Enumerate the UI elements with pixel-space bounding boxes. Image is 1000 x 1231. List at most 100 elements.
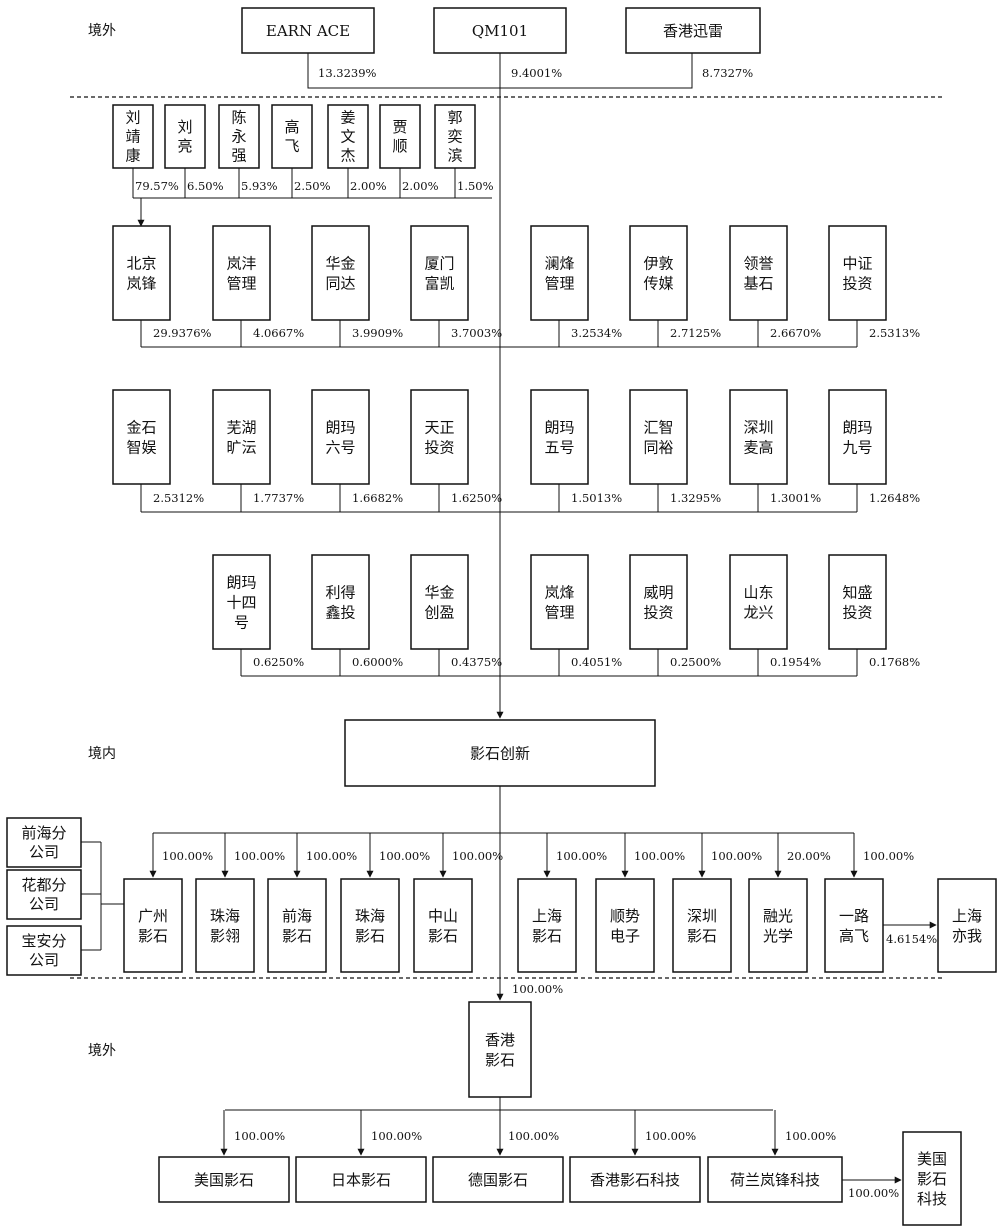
individual-box-label: 姜文杰 [340, 109, 355, 165]
shareholder-box [311, 554, 370, 650]
shareholder-box-label: 知盛投资 [842, 583, 872, 621]
domestic-sub-pct: 100.00% [711, 849, 762, 863]
company-box [344, 719, 656, 787]
individual-box [112, 104, 154, 169]
branch-box [6, 925, 82, 976]
shareholder-box [112, 225, 171, 321]
us-tech-box [902, 1131, 962, 1226]
shareholder-box [629, 554, 688, 650]
domestic-sub-box [123, 878, 183, 973]
us-tech-pct: 100.00% [848, 1186, 899, 1200]
individual-pct: 79.57% [135, 179, 179, 193]
shareholder-pct: 3.7003% [451, 326, 502, 340]
region-label-domestic: 境内 [88, 746, 116, 762]
shareholder-box-label: 汇智同裕 [643, 418, 673, 456]
region-label-overseas-bottom: 境外 [88, 1043, 116, 1059]
overseas-sub-box [707, 1156, 843, 1203]
company-box-label: 影石创新 [470, 744, 530, 762]
overseas-sub-box-label: 德国影石 [468, 1171, 528, 1189]
domestic-sub-pct: 100.00% [556, 849, 607, 863]
overseas-sub-pct: 100.00% [785, 1129, 836, 1143]
shareholder-box [212, 554, 271, 650]
top-shareholder-bracket [307, 53, 693, 89]
domestic-sub-pct: 100.00% [379, 849, 430, 863]
us-tech-box-label: 美国影石科技 [917, 1150, 947, 1208]
individual-pct: 2.00% [350, 179, 387, 193]
shareholder-box-label: 金石智娱 [126, 418, 156, 456]
domestic-sub-box-label: 珠海影翎 [210, 907, 240, 945]
top-shareholder-pct: 8.7327% [702, 66, 753, 80]
top-shareholder-box-label: QM101 [472, 22, 528, 40]
shareholder-box-label: 厦门富凯 [424, 254, 454, 292]
shareholder-pct: 0.1768% [869, 655, 920, 669]
shareholder-box [212, 389, 271, 485]
domestic-sub-box [517, 878, 577, 973]
individual-pct: 1.50% [457, 179, 494, 193]
individual-box-label: 贾顺 [392, 118, 407, 155]
shareholder-box-label: 朗玛十四号 [226, 573, 256, 631]
domestic-sub-box [195, 878, 255, 973]
shareholder-pct: 2.6670% [770, 326, 821, 340]
shareholder-pct: 1.3001% [770, 491, 821, 505]
overseas-sub-box [158, 1156, 290, 1203]
shareholder-pct: 0.6250% [253, 655, 304, 669]
individual-pct: 6.50% [187, 179, 224, 193]
branch-box [6, 869, 82, 920]
overseas-sub-box [295, 1156, 427, 1203]
shareholder-box [729, 554, 788, 650]
shareholder-box-label: 华金同达 [325, 254, 355, 292]
individual-box-label: 陈永强 [231, 109, 246, 165]
overseas-sub-box-label: 日本影石 [331, 1171, 391, 1189]
domestic-sub-box [748, 878, 808, 973]
shareholder-box-label: 澜烽管理 [544, 254, 574, 292]
branch-box-label: 花都分公司 [21, 876, 66, 913]
shareholder-box-label: 朗玛六号 [325, 418, 355, 456]
overseas-sub-box-label: 美国影石 [194, 1171, 254, 1189]
individual-box [379, 104, 421, 169]
individual-box-label: 高飞 [284, 118, 299, 155]
domestic-sub-box-label: 前海影石 [282, 907, 312, 945]
region-label-overseas-top: 境外 [88, 23, 116, 39]
shareholder-box [530, 554, 589, 650]
shareholder-box [112, 389, 171, 485]
branch-box-label: 前海分公司 [21, 824, 66, 861]
branch-box-label: 宝安分公司 [21, 932, 66, 969]
individual-pct: 2.50% [294, 179, 331, 193]
shareholder-box [729, 389, 788, 485]
overseas-sub-pct: 100.00% [645, 1129, 696, 1143]
shareholder-box-label: 深圳麦高 [743, 418, 773, 456]
shareholder-box [311, 225, 370, 321]
shareholder-box [530, 389, 589, 485]
domestic-sub-pct: 100.00% [863, 849, 914, 863]
shareholder-pct: 2.7125% [670, 326, 721, 340]
shareholder-pct: 1.6250% [451, 491, 502, 505]
top-shareholder-box [625, 7, 761, 54]
hk-company-pct: 100.00% [512, 982, 563, 996]
top-shareholder-box [241, 7, 375, 54]
shanghai-yiwo-box-label: 上海亦我 [952, 907, 982, 945]
domestic-sub-box-label: 广州影石 [138, 907, 168, 945]
shareholder-box [828, 389, 887, 485]
shareholder-pct: 3.2534% [571, 326, 622, 340]
top-shareholder-box-label: EARN ACE [266, 22, 350, 40]
shareholder-box [410, 389, 469, 485]
branch-box [6, 817, 82, 868]
shareholder-box-label: 朗玛九号 [842, 418, 872, 456]
domestic-sub-box-label: 上海影石 [532, 907, 562, 945]
individual-box [327, 104, 369, 169]
shareholder-pct: 0.4375% [451, 655, 502, 669]
shareholder-pct: 2.5312% [153, 491, 204, 505]
individual-box [434, 104, 476, 169]
domestic-sub-box [413, 878, 473, 973]
overseas-sub-box-label: 荷兰岚锋科技 [730, 1171, 820, 1189]
shareholder-pct: 1.6682% [352, 491, 403, 505]
individual-box [218, 104, 260, 169]
domestic-sub-pct: 100.00% [452, 849, 503, 863]
shareholder-pct: 4.0667% [253, 326, 304, 340]
top-shareholder-box-label: 香港迅雷 [663, 22, 723, 40]
domestic-sub-pct: 100.00% [162, 849, 213, 863]
overseas-sub-pct: 100.00% [508, 1129, 559, 1143]
shanghai-yiwo-pct: 4.6154% [886, 932, 937, 946]
shareholder-box-label: 华金创盈 [424, 583, 454, 621]
